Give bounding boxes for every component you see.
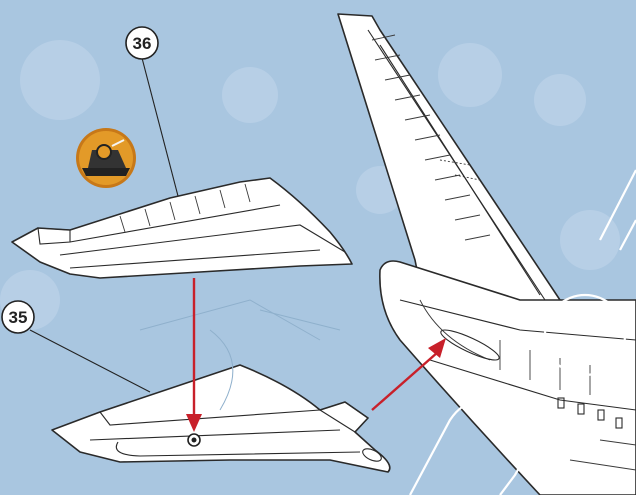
callout-35: 35 (2, 301, 34, 333)
stabilizer-part-35 (52, 365, 390, 472)
stabilizer-part-36 (12, 178, 352, 278)
part-36-shape (12, 178, 352, 278)
tape-dispenser-icon (76, 128, 136, 188)
part-35-shape (52, 365, 390, 472)
callout-36: 36 (126, 27, 158, 59)
callout-36-label: 36 (133, 34, 152, 53)
callout-35-label: 35 (9, 308, 28, 327)
